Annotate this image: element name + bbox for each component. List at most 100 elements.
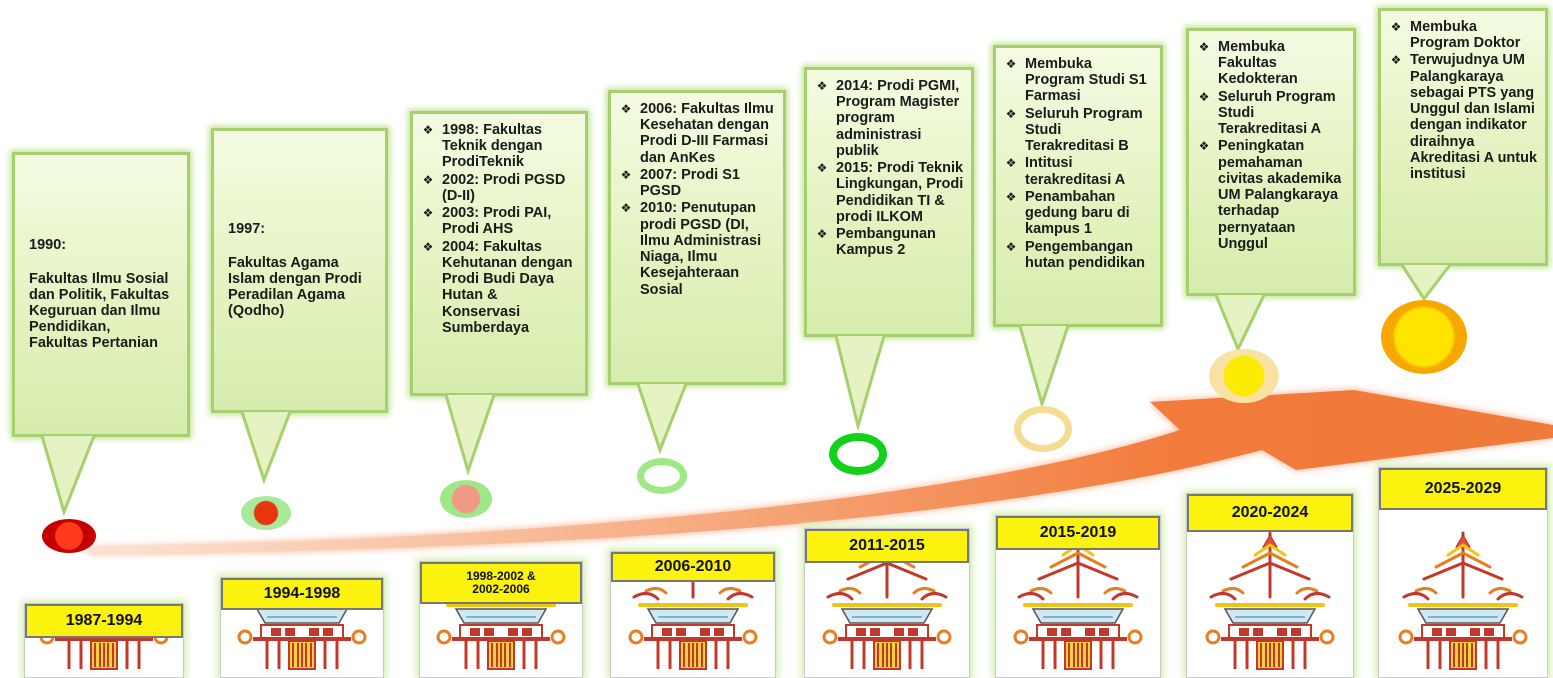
milestone-item: ❖ Penambahan gedung baru di kampus 1 bbox=[1001, 189, 1153, 238]
milestone-item: ❖ 2015: Prodi Teknik Lingkungan, Prodi Pe… bbox=[812, 160, 964, 225]
callout-pointer bbox=[1214, 294, 1266, 353]
diamond-bullet-icon: ❖ bbox=[1390, 20, 1402, 34]
timeline-node-7 bbox=[1209, 349, 1279, 403]
era-label: 2025-2029 bbox=[1379, 468, 1547, 510]
diamond-bullet-icon: ❖ bbox=[1005, 106, 1017, 121]
milestone-item: ❖ 2010: Penutupan prodi PGSD (DI, Ilmu Ad… bbox=[616, 200, 776, 297]
timeline-node-6 bbox=[1014, 406, 1072, 452]
milestone-item-text: Seluruh Program Studi Terakreditasi A bbox=[1218, 88, 1336, 138]
milestone-item-text: 2004: Fakultas Kehutanan dengan Prodi Bu… bbox=[442, 238, 573, 336]
diamond-bullet-icon: ❖ bbox=[816, 161, 828, 176]
milestone-item-text: 2014: Prodi PGMI, Program Magister progr… bbox=[836, 78, 960, 159]
university-logo bbox=[1379, 510, 1547, 677]
diamond-bullet-icon: ❖ bbox=[1005, 189, 1017, 204]
milestone-item-text: Membuka Program Studi S1 Farmasi bbox=[1025, 56, 1147, 105]
milestone-item: ❖2002: Prodi PGSD (D-II) bbox=[418, 172, 578, 204]
milestone-callout-3: ❖ 1998: Fakultas Teknik dengan ProdiTekni… bbox=[410, 111, 588, 396]
milestone-text: Fakultas Ilmu Sosial dan Politik, Fakult… bbox=[29, 270, 170, 352]
milestone-item-text: Membuka Fakultas Kedokteran bbox=[1218, 39, 1298, 88]
timeline-node-4 bbox=[637, 458, 687, 494]
university-logo bbox=[221, 610, 383, 677]
milestone-item-text: 2015: Prodi Teknik Lingkungan, Prodi Pen… bbox=[836, 160, 964, 225]
timeline-node-3 bbox=[440, 480, 492, 518]
milestone-callout-1: 1990: Fakultas Ilmu Sosial dan Politik, … bbox=[12, 152, 190, 437]
era-card-1: 1987-1994 bbox=[24, 603, 184, 678]
university-logo bbox=[1187, 532, 1353, 677]
milestone-item: ❖ Seluruh Program Studi Terakreditasi B bbox=[1001, 106, 1153, 155]
milestone-item-text: Seluruh Program Studi Terakreditasi B bbox=[1025, 105, 1143, 155]
diamond-bullet-icon: ❖ bbox=[422, 206, 434, 221]
milestone-item-text: Intitusi terakreditasi A bbox=[1025, 155, 1126, 188]
milestone-item: ❖ Membuka Fakultas Kedokteran bbox=[1194, 39, 1346, 88]
university-logo bbox=[611, 582, 775, 677]
diamond-bullet-icon: ❖ bbox=[816, 227, 828, 242]
callout-pointer bbox=[444, 394, 496, 475]
timeline-node-5 bbox=[829, 433, 887, 475]
milestone-callout-8: ❖ Membuka Program Doktor ❖ Terwujudnya UM P… bbox=[1378, 8, 1548, 266]
milestone-item: ❖ 1998: Fakultas Teknik dengan ProdiTekni… bbox=[418, 122, 578, 171]
milestone-item-text: Pembangunan Kampus 2 bbox=[836, 226, 936, 259]
milestone-item-text: Penambahan gedung baru di kampus 1 bbox=[1025, 188, 1130, 238]
era-label: 2011-2015 bbox=[805, 529, 969, 563]
diamond-bullet-icon: ❖ bbox=[1198, 139, 1210, 154]
milestone-item-text: Membuka Program Doktor bbox=[1410, 19, 1521, 52]
era-card-2: 1994-1998 bbox=[220, 577, 384, 678]
milestone-item-text: Peningkatan pemahaman civitas akademika … bbox=[1218, 138, 1342, 252]
milestone-item: ❖Pengembangan hutan pendidikan bbox=[1001, 239, 1153, 271]
era-label: 2006-2010 bbox=[611, 552, 775, 582]
diamond-bullet-icon: ❖ bbox=[1005, 239, 1017, 254]
diamond-bullet-icon: ❖ bbox=[422, 123, 434, 137]
callout-pointer bbox=[636, 383, 688, 454]
era-card-7: 2020-2024 bbox=[1186, 493, 1354, 678]
era-label: 1987-1994 bbox=[25, 604, 183, 638]
milestone-item-text: Terwujudnya UM Palangkaraya sebagai PTS … bbox=[1410, 52, 1538, 183]
milestone-item: ❖ Peningkatan pemahaman civitas akademika… bbox=[1194, 138, 1346, 252]
era-label: 1994-1998 bbox=[221, 578, 383, 610]
milestone-item: ❖ Membuka Program Doktor bbox=[1386, 19, 1538, 51]
milestone-item-text: 2003: Prodi PAI, Prodi AHS bbox=[442, 205, 552, 238]
diamond-bullet-icon: ❖ bbox=[1390, 53, 1402, 68]
university-logo bbox=[805, 563, 969, 677]
era-card-4: 2006-2010 bbox=[610, 551, 776, 678]
timeline-node-8 bbox=[1381, 300, 1467, 374]
diamond-bullet-icon: ❖ bbox=[620, 102, 632, 116]
university-logo bbox=[420, 604, 582, 677]
milestone-item-text: 1998: Fakultas Teknik dengan ProdiTeknik bbox=[442, 122, 543, 171]
diamond-bullet-icon: ❖ bbox=[620, 201, 632, 216]
milestone-callout-6: ❖ Membuka Program Studi S1 Farmasi ❖ Seluru… bbox=[993, 45, 1163, 327]
era-card-8: 2025-2029 bbox=[1378, 467, 1548, 678]
diamond-bullet-icon: ❖ bbox=[1198, 40, 1210, 54]
diamond-bullet-icon: ❖ bbox=[1005, 156, 1017, 171]
milestone-item-text: 2006: Fakultas Ilmu Kesehatan dengan Pro… bbox=[640, 101, 774, 166]
diamond-bullet-icon: ❖ bbox=[1198, 89, 1210, 104]
callout-pointer bbox=[1400, 264, 1452, 302]
milestone-item: ❖ Terwujudnya UM Palangkaraya sebagai PTS… bbox=[1386, 52, 1538, 182]
milestone-callout-7: ❖ Membuka Fakultas Kedokteran ❖ Seluruh Pro… bbox=[1186, 28, 1356, 296]
milestone-item-text: 2010: Penutupan prodi PGSD (DI, Ilmu Adm… bbox=[640, 200, 762, 298]
callout-pointer bbox=[1018, 325, 1070, 408]
era-label: 2015-2019 bbox=[996, 516, 1160, 550]
milestone-item: ❖ 2014: Prodi PGMI, Program Magister prog… bbox=[812, 78, 964, 159]
diamond-bullet-icon: ❖ bbox=[422, 239, 434, 254]
milestone-item-text: 2002: Prodi PGSD (D-II) bbox=[442, 171, 566, 204]
milestone-item: ❖ 2004: Fakultas Kehutanan dengan Prodi B… bbox=[418, 239, 578, 336]
milestone-item: ❖ 2006: Fakultas Ilmu Kesehatan dengan Pr… bbox=[616, 101, 776, 166]
era-label: 2020-2024 bbox=[1187, 494, 1353, 532]
milestone-item: ❖ Membuka Program Studi S1 Farmasi bbox=[1001, 56, 1153, 105]
callout-pointer bbox=[240, 411, 292, 484]
milestone-year: 1990: bbox=[29, 237, 67, 254]
milestone-callout-4: ❖ 2006: Fakultas Ilmu Kesehatan dengan Pr… bbox=[608, 90, 786, 385]
milestone-callout-2: 1997: Fakultas Agama Islam dengan Prodi … bbox=[211, 128, 388, 413]
milestone-text: Fakultas Agama Islam dengan Prodi Peradi… bbox=[228, 254, 362, 320]
era-card-5: 2011-2015 bbox=[804, 528, 970, 678]
era-card-6: 2015-2019 bbox=[995, 515, 1161, 678]
milestone-item: ❖2007: Prodi S1 PGSD bbox=[616, 167, 776, 199]
callout-pointer bbox=[40, 435, 96, 516]
diamond-bullet-icon: ❖ bbox=[816, 79, 828, 93]
diamond-bullet-icon: ❖ bbox=[1005, 57, 1017, 71]
callout-pointer bbox=[834, 335, 886, 430]
university-logo bbox=[996, 550, 1160, 677]
timeline-node-1 bbox=[42, 519, 96, 553]
era-card-3: 1998-2002 & 2002-2006 bbox=[419, 561, 583, 678]
